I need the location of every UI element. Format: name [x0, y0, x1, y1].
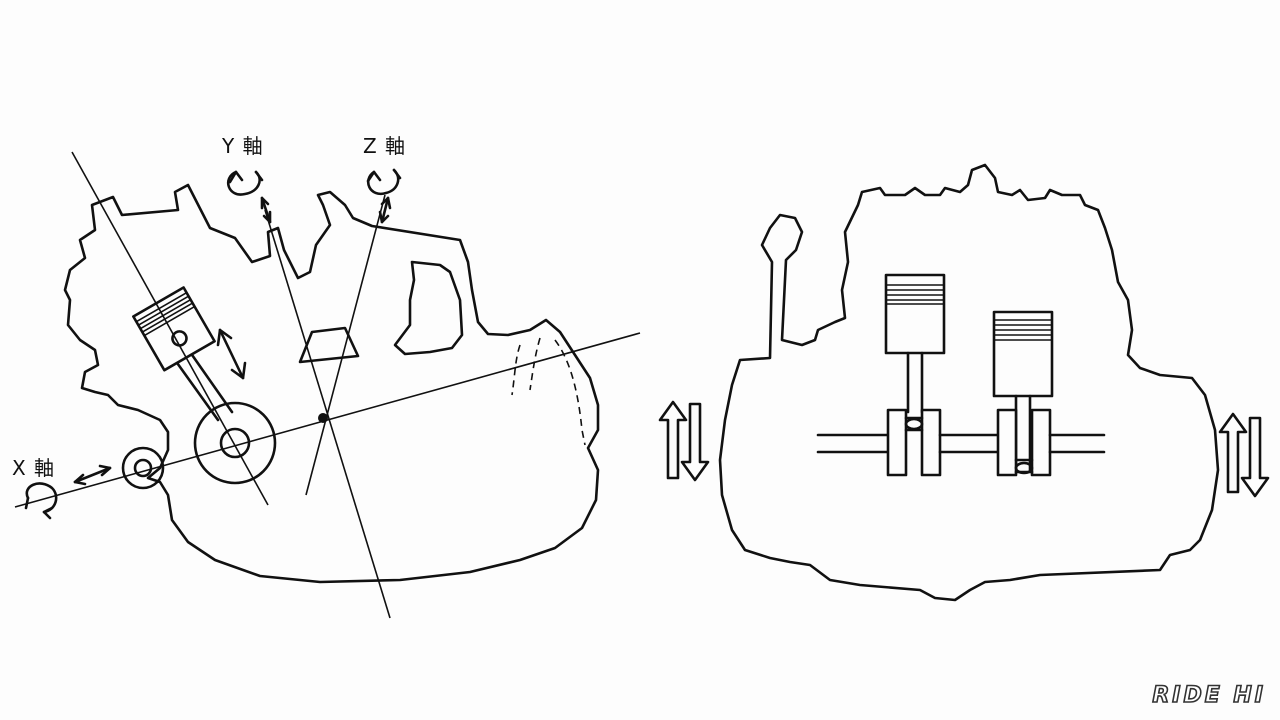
side-view-engine [14, 151, 641, 619]
crankshaft [816, 408, 1106, 477]
z-rotation-icon [366, 168, 402, 224]
engine-outline [63, 183, 600, 584]
brand-watermark: RIDE HI [1152, 682, 1266, 709]
cylinder-axis-line [71, 151, 269, 506]
z-axis-line [305, 194, 386, 496]
piston-front-left [884, 273, 946, 414]
y-axis-label: Y 軸 [222, 134, 264, 158]
x-rotation-icon [24, 482, 58, 520]
x-translation-icon [73, 464, 112, 486]
engine-mount-hole [133, 458, 153, 478]
front-view-engine [658, 163, 1270, 602]
piston-motion-arrow [216, 328, 247, 380]
vertical-vibration-arrows-right [1218, 412, 1270, 498]
connecting-rod [173, 350, 234, 422]
front-engine-outline [718, 163, 1220, 602]
engine-mount-eye [121, 446, 165, 490]
z-axis-label: Z 軸 [363, 134, 407, 158]
y-rotation-icon [226, 170, 272, 224]
vertical-vibration-arrows-left [658, 400, 710, 482]
engine-bracket [298, 326, 360, 364]
x-axis-label: X 軸 [12, 456, 56, 480]
center-of-gravity-dot [318, 413, 328, 423]
flywheel [193, 401, 277, 485]
crank-center [219, 427, 251, 459]
piston-left [132, 286, 216, 372]
engine-cutout [393, 260, 464, 356]
